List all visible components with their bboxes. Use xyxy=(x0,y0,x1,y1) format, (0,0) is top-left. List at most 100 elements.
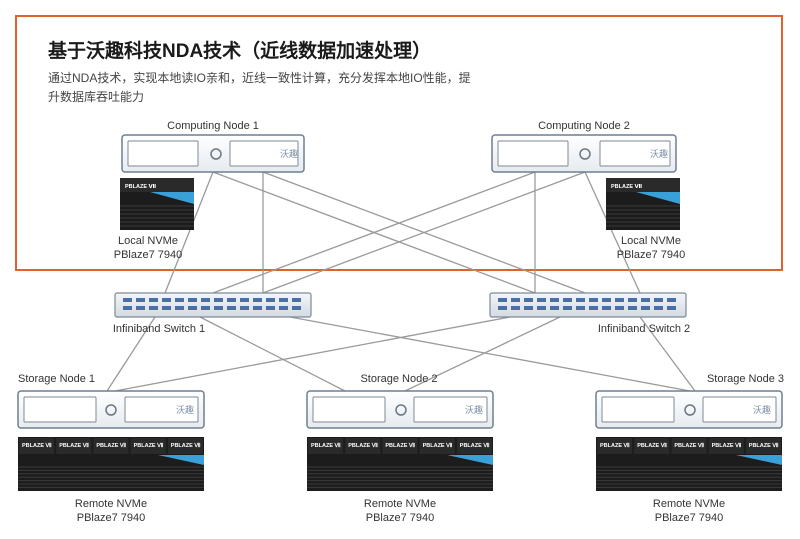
local-drive-1-caption: Local NVMe PBlaze7 7940 xyxy=(114,234,183,262)
page-title: 基于沃趣科技NDA技术（近线数据加速处理） xyxy=(48,41,432,62)
switch-port xyxy=(641,298,650,302)
remote-ssd-array-2: PBLAZE Ⅶ PBLAZE Ⅶ PBLAZE Ⅶ PBLAZE Ⅶ PBLAZE Ⅶ xyxy=(307,437,493,491)
switch-port xyxy=(498,306,507,310)
switch-port xyxy=(123,298,132,302)
switch-port xyxy=(266,298,275,302)
switch-port xyxy=(602,298,611,302)
compute-node-1-label: Computing Node 1 xyxy=(167,120,259,132)
switch-port xyxy=(550,306,559,310)
remote-ssd-label: PBLAZE Ⅶ xyxy=(600,442,631,449)
compute-node-1-bay-right xyxy=(229,140,299,167)
storage-node-1: 沃趣 xyxy=(17,390,205,429)
storage-node-2: 沃趣 xyxy=(306,390,494,429)
local-drive-1-line1: Local NVMe xyxy=(118,235,178,247)
remote-ssd-label: PBLAZE Ⅶ xyxy=(423,442,454,449)
remote-drive-2-caption: Remote NVMe PBlaze7 7940 xyxy=(364,497,436,525)
switch-port xyxy=(227,306,236,310)
local-drive-2-line1: Local NVMe xyxy=(621,235,681,247)
switch-2-label: Infiniband Switch 2 xyxy=(597,323,691,335)
switch-port xyxy=(498,298,507,302)
switch-port xyxy=(253,306,262,310)
link-switch2-storage2 xyxy=(404,316,561,392)
switch-port xyxy=(511,306,520,310)
connection-lines xyxy=(106,171,696,392)
remote-ssd-label: PBLAZE Ⅶ xyxy=(134,442,165,449)
remote-drive-1-line2: PBlaze7 7940 xyxy=(76,512,146,524)
storage-node-3-label: Storage Node 3 xyxy=(706,373,784,385)
storage-node-2-label: Storage Node 2 xyxy=(360,373,438,385)
storage-node-3-logo: 沃趣 xyxy=(753,404,771,416)
switch-port xyxy=(654,306,663,310)
link-switch1-storage2 xyxy=(199,316,346,392)
link-compute2-switch1-b xyxy=(262,171,586,294)
compute-node-1-bay-left xyxy=(127,140,199,167)
remote-drive-3-caption: Remote NVMe PBlaze7 7940 xyxy=(653,497,725,525)
switch-port xyxy=(149,298,158,302)
switch-port xyxy=(615,306,624,310)
switch-port xyxy=(589,306,598,310)
switch-port xyxy=(537,298,546,302)
link-compute2-switch2-b xyxy=(584,171,641,294)
local-drive-1-line2: PBlaze7 7940 xyxy=(113,249,183,261)
switch-port xyxy=(563,306,572,310)
switch-2-ports xyxy=(498,298,676,310)
switch-port xyxy=(576,306,585,310)
switch-port xyxy=(201,298,210,302)
infiniband-switch-1 xyxy=(114,292,312,318)
switch-port xyxy=(253,298,262,302)
remote-ssd-label: PBLAZE Ⅶ xyxy=(749,442,780,449)
compute-node-2-power-icon xyxy=(579,148,591,160)
switch-port xyxy=(628,298,637,302)
link-switch2-storage3 xyxy=(639,316,696,392)
storage-node-2-logo: 沃趣 xyxy=(465,404,483,416)
remote-drive-1-caption: Remote NVMe PBlaze7 7940 xyxy=(75,497,147,525)
page-description: 通过NDA技术，实现本地读IO亲和，近线一致性计算，充分发挥本地IO性能，提升数… xyxy=(48,71,471,104)
storage-node-1-power-icon xyxy=(105,404,117,416)
compute-node-1-power-icon xyxy=(210,148,222,160)
switch-port xyxy=(641,306,650,310)
switch-port xyxy=(227,298,236,302)
remote-ssd-label: PBLAZE Ⅶ xyxy=(460,442,491,449)
local-ssd-2: PBLAZE Ⅶ xyxy=(606,178,680,230)
remote-ssd-label: PBLAZE Ⅶ xyxy=(385,442,416,449)
switch-port xyxy=(524,298,533,302)
local-ssd-1: PBLAZE Ⅶ xyxy=(120,178,194,230)
switch-port xyxy=(162,298,171,302)
local-ssd-2-label: PBLAZE Ⅶ xyxy=(611,184,643,190)
switch-port xyxy=(123,306,132,310)
switch-port xyxy=(175,306,184,310)
switch-port xyxy=(136,298,145,302)
remote-drive-3-line1: Remote NVMe xyxy=(652,498,726,510)
switch-port xyxy=(201,306,210,310)
remote-ssd-label: PBLAZE Ⅶ xyxy=(171,442,202,449)
switch-port xyxy=(292,306,301,310)
link-switch2-storage1 xyxy=(114,316,511,392)
switch-port xyxy=(240,298,249,302)
remote-drive-1-line1: Remote NVMe xyxy=(74,498,148,510)
link-switch1-storage1 xyxy=(106,316,156,392)
local-ssd-1-label: PBLAZE Ⅶ xyxy=(125,184,157,190)
switch-port xyxy=(550,298,559,302)
switch-port xyxy=(667,298,676,302)
switch-port xyxy=(292,298,301,302)
switch-port xyxy=(537,306,546,310)
remote-ssd-label: PBLAZE Ⅶ xyxy=(59,442,90,449)
switch-port xyxy=(214,306,223,310)
remote-ssd-label: PBLAZE Ⅶ xyxy=(311,442,342,449)
storage-node-3-power-icon xyxy=(684,404,696,416)
switch-port xyxy=(524,306,533,310)
switch-1-ports xyxy=(123,298,301,310)
storage-node-1-label: Storage Node 1 xyxy=(18,373,96,385)
switch-port xyxy=(602,306,611,310)
compute-node-2-bay-right xyxy=(599,140,671,167)
switch-port xyxy=(667,306,676,310)
infiniband-switch-2 xyxy=(489,292,687,318)
switch-1-label: Infiniband Switch 1 xyxy=(112,323,206,335)
remote-ssd-label: PBLAZE Ⅶ xyxy=(348,442,379,449)
switch-port xyxy=(188,306,197,310)
local-drive-2-line2: PBlaze7 7940 xyxy=(616,249,686,261)
switch-port xyxy=(628,306,637,310)
